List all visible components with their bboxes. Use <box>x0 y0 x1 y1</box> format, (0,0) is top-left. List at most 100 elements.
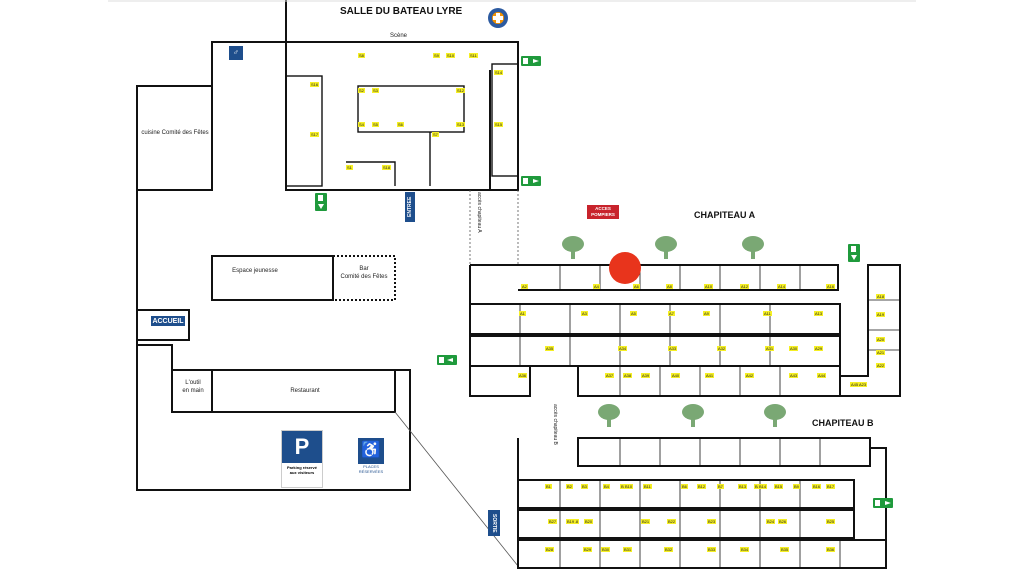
stand-label[interactable]: B8 <box>754 484 761 489</box>
stand-label[interactable]: B24 <box>766 519 776 524</box>
stand-label[interactable]: A22 <box>876 363 886 368</box>
stand-label[interactable]: A13 <box>814 311 824 316</box>
exit-sign-icon <box>315 193 327 211</box>
stand-label[interactable]: B12 <box>697 484 707 489</box>
stand-label[interactable]: S14 <box>494 70 504 75</box>
stand-label[interactable]: B10 <box>624 484 634 489</box>
stand-label[interactable]: S7 <box>432 132 439 137</box>
stand-label[interactable]: S15 <box>494 122 504 127</box>
stand-label[interactable]: A41 <box>705 373 715 378</box>
stand-label[interactable]: S10 <box>446 53 456 58</box>
stand-label[interactable]: B25 <box>826 519 836 524</box>
exit-sign-icon <box>873 498 893 508</box>
stand-label[interactable]: B35 <box>780 547 790 552</box>
stand-label[interactable]: A40 <box>671 373 681 378</box>
stand-label[interactable]: A44 <box>817 373 827 378</box>
stand-label[interactable]: A11 <box>763 311 772 316</box>
stand-label[interactable]: A14 <box>777 284 787 289</box>
stand-label[interactable]: S3 <box>372 88 379 93</box>
stand-label[interactable]: S9 <box>433 53 440 58</box>
stand-label[interactable]: B7 <box>717 484 724 489</box>
stand-label[interactable]: A36 <box>518 373 528 378</box>
stand-label[interactable]: A45 <box>850 382 860 387</box>
exit-sign-icon <box>521 56 541 66</box>
stand-label[interactable]: A29 <box>814 346 824 351</box>
stand-label[interactable]: S13 <box>456 122 466 127</box>
stand-label[interactable]: B34 <box>740 547 750 552</box>
restaurant-label: Restaurant <box>290 388 320 394</box>
stand-label[interactable]: A42 <box>745 373 755 378</box>
stand-label[interactable]: A19 <box>876 312 886 317</box>
stand-label[interactable]: B2 <box>566 484 573 489</box>
stand-label[interactable]: B15 <box>774 484 784 489</box>
stand-label[interactable]: S11 <box>469 53 478 58</box>
stand-label[interactable]: S5 <box>372 122 379 127</box>
stand-label[interactable]: S1 <box>346 165 353 170</box>
stand-label[interactable]: B33 <box>707 547 717 552</box>
toilets-icon: ♂ <box>229 46 243 60</box>
stand-label[interactable]: A9 <box>703 311 710 316</box>
stand-label[interactable]: A8 <box>666 284 673 289</box>
stand-label[interactable]: B19 <box>566 519 576 524</box>
stand-label[interactable]: A30 <box>789 346 799 351</box>
stand-label[interactable]: S18 <box>382 165 392 170</box>
stand-label[interactable]: A16 <box>826 284 836 289</box>
exit-sign-icon <box>521 176 541 186</box>
stand-label[interactable]: A38 <box>623 373 633 378</box>
stand-label[interactable]: A10 <box>704 284 714 289</box>
stand-label[interactable]: A20 <box>876 337 886 342</box>
stand-label[interactable]: S17 <box>310 132 320 137</box>
stand-label[interactable]: A3 <box>581 311 588 316</box>
access-line-b <box>394 411 519 567</box>
stand-label[interactable]: B1 <box>545 484 552 489</box>
stand-label[interactable]: A5 <box>630 311 637 316</box>
stand-label[interactable]: S2 <box>358 88 365 93</box>
stand-label[interactable]: B17 <box>826 484 836 489</box>
stand-label[interactable]: S16 <box>310 82 320 87</box>
stand-label[interactable]: B29 <box>583 547 593 552</box>
stand-label[interactable]: A35 <box>545 346 555 351</box>
stand-label[interactable]: A12 <box>740 284 750 289</box>
tree-icon <box>655 236 677 259</box>
stand-label[interactable]: B6 <box>681 484 688 489</box>
stand-label[interactable]: B16 <box>812 484 822 489</box>
stand-label[interactable]: A18 <box>876 294 886 299</box>
stand-label[interactable]: B30 <box>601 547 611 552</box>
stand-label[interactable]: S12 <box>456 88 466 93</box>
stand-label[interactable]: A4 <box>593 284 600 289</box>
stand-label[interactable]: B14 <box>758 484 768 489</box>
stand-label[interactable]: A37 <box>605 373 615 378</box>
stand-label[interactable]: S8 <box>358 53 365 58</box>
stand-label[interactable]: B9 <box>793 484 800 489</box>
stand-label[interactable]: A32 <box>717 346 727 351</box>
stand-label[interactable]: B32 <box>664 547 674 552</box>
stand-label[interactable]: A43 <box>789 373 799 378</box>
stand-label[interactable]: B4 <box>603 484 610 489</box>
stand-label[interactable]: A34 <box>618 346 628 351</box>
stand-label[interactable]: B22 <box>667 519 677 524</box>
stand-label[interactable]: A7 <box>668 311 675 316</box>
stand-label[interactable]: A2 <box>521 284 528 289</box>
stand-label[interactable]: B36 <box>826 547 836 552</box>
stand-label[interactable]: A6 <box>633 284 640 289</box>
stand-label[interactable]: B28 <box>545 547 555 552</box>
stand-label[interactable]: B20 <box>584 519 594 524</box>
stand-label[interactable]: S6 <box>397 122 404 127</box>
stand-label[interactable]: B27 <box>548 519 558 524</box>
stand-label[interactable]: B3 <box>581 484 588 489</box>
stand-label[interactable]: A1 <box>519 311 526 316</box>
stand-label[interactable]: A39 <box>641 373 651 378</box>
stand-label[interactable]: A21 <box>876 350 886 355</box>
stand-label[interactable]: B23 <box>707 519 717 524</box>
stand-label[interactable]: A33 <box>668 346 678 351</box>
stand-label[interactable]: B13 <box>738 484 748 489</box>
stand-label[interactable]: A23 <box>858 382 868 387</box>
stand-label[interactable]: A31 <box>765 346 775 351</box>
tree-icon <box>682 404 704 427</box>
stand-label[interactable]: B5 <box>620 484 627 489</box>
stand-label[interactable]: B26 <box>778 519 788 524</box>
stand-label[interactable]: S4 <box>358 122 365 127</box>
stand-label[interactable]: B11 <box>643 484 652 489</box>
stand-label[interactable]: B31 <box>623 547 633 552</box>
stand-label[interactable]: B21 <box>641 519 651 524</box>
